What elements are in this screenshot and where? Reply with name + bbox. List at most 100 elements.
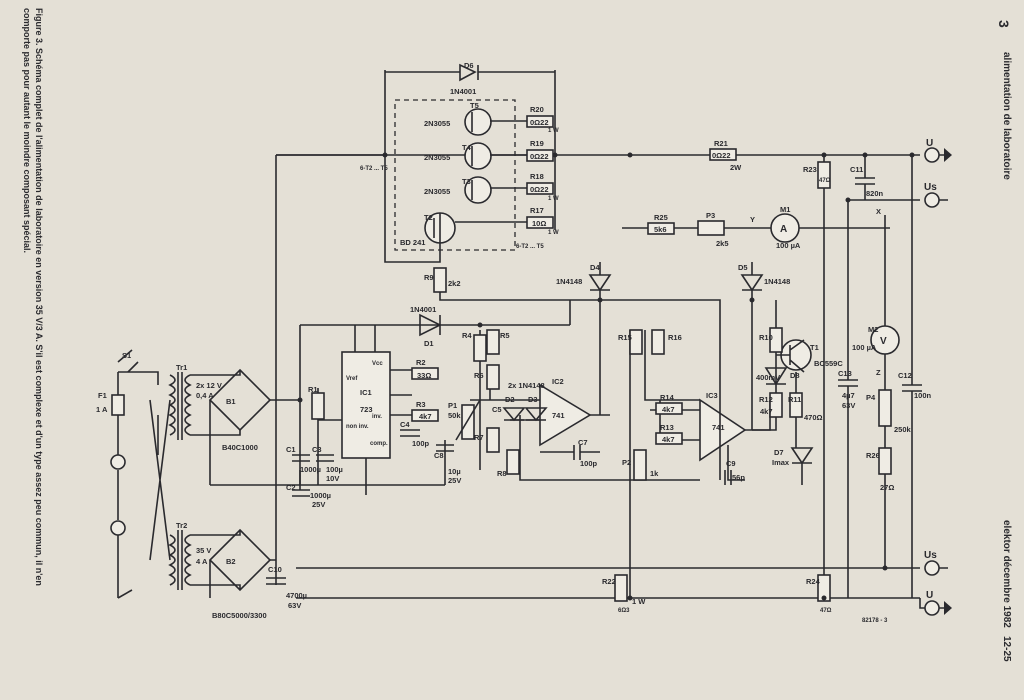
label-R7: R7 [474,433,484,442]
label-R18-val: 0Ω22 [530,185,549,194]
label-IC2: IC2 [552,377,564,386]
label-P1: P1 [448,401,457,410]
label-R16: R16 [668,333,682,342]
caption-line-2: comporte pas pour autant le moindre comp… [22,8,32,254]
label-C10: C10 [268,565,282,574]
label-C3: C3 [312,445,322,454]
label-Tr2: Tr2 [176,521,187,530]
label-D2: D2 [505,395,515,404]
resistor-R24 [817,574,831,602]
terminal-u-minus-bottom[interactable] [924,600,940,616]
label-Tr1: Tr1 [176,363,187,372]
label-P2: P2 [622,458,631,467]
capacitor-C4 [400,429,420,437]
label-1w-a: 1 W [548,128,559,134]
label-C7-val: 100p [580,459,598,468]
label-R2: R2 [416,358,426,367]
label-R3-val: 4k7 [419,412,432,421]
ic1-wiring [299,324,570,495]
label-R8: R8 [497,469,507,478]
label-node-Y: Y [750,215,755,224]
label-M2-val: 100 µA [852,343,877,352]
caption-line-1: Figure 3. Schéma complet de l'alimentati… [34,8,44,586]
resistor-R6 [486,364,500,390]
label-R25: R25 [654,213,668,222]
capacitor-C8 [436,444,454,452]
ic2-wiring [470,300,700,481]
terminal-us-top[interactable] [924,192,940,208]
label-R22-val: 6Ω3 [618,608,630,614]
resistor-R9 [433,267,447,293]
label-R23-val: 47Ω [819,178,831,184]
label-C2-v: 25V [312,500,325,509]
label-pin-vcc: Vcc [372,361,383,367]
resistor-R21 [709,148,737,161]
label-F1: F1 [98,391,107,400]
pot-P3 [697,220,725,236]
label-B2-type: B80C5000/3300 [212,611,267,620]
label-1w-c: 1 W [548,230,559,236]
terminal-arrow-4 [944,601,952,615]
label-Tr1-a: 0,4 A [196,391,214,400]
label-R1: R1 [308,385,318,394]
label-C3-v: 10V [326,474,339,483]
label-R12-val: 4k7 [760,407,773,416]
resistor-R22 [614,574,628,602]
label-B1-type: B40C1000 [222,443,258,452]
label-R12: R12 [759,395,773,404]
terminal-leads [919,154,948,609]
resistor-R26 [878,447,892,475]
tr2-primary [168,534,176,586]
label-D8: D8 [790,371,800,380]
terminal-us-bottom[interactable] [924,560,940,576]
label-C7: C7 [578,438,588,447]
capacitor-C9 [724,470,732,485]
mains-wiring [117,371,159,598]
label-pin-comp: comp. [370,441,388,447]
label-R9-val: 2k2 [448,279,461,288]
label-node-Z: Z [876,368,881,377]
label-C8-val: 10µ [448,467,461,476]
diode-D6 [385,63,555,82]
caps-C1-C3-C2 [292,454,334,497]
journal-page: 12-25 [1001,636,1012,662]
label-T1: T1 [810,343,819,352]
label-Tr2-a: 4 A [196,557,208,566]
label-R24: R24 [806,577,821,586]
resistor-R14 [655,402,683,415]
label-B1: B1 [226,397,236,406]
label-P2-val: 1k [650,469,659,478]
label-Tr1-v: 2x 12 V [196,381,222,390]
label-D5: D5 [738,263,748,272]
label-R22-w: 1 W [632,597,646,606]
label-T5: T5 [470,101,479,110]
terminal-u-plus-top[interactable] [924,147,940,163]
label-Tr2-v: 35 V [196,546,211,555]
label-R26: R26 [866,451,880,460]
label-R14-val: 4k7 [662,405,675,414]
label-IC1: IC1 [360,388,372,397]
label-C12-val: 100n [914,391,932,400]
capacitor-C7 [540,445,600,460]
label-C8: C8 [434,451,444,460]
resistor-R3 [411,409,439,422]
label-C2: C2 [286,483,296,492]
ic3-wiring [629,330,771,598]
tr1-core [177,372,183,440]
bridge-B2 [208,528,272,592]
label-R20-val: 0Ω22 [530,118,549,127]
label-R11: R11 [788,395,801,404]
label-node-X: X [876,207,881,216]
label-T1-type: BC559C [814,359,843,368]
label-C9-val: 56p [732,473,745,482]
capacitor-C10 [266,577,286,585]
t1-leads [776,339,805,373]
label-D1-type: 1N4001 [410,305,436,314]
diode-D4 [588,274,612,292]
capacitor-C11 [855,155,875,200]
label-C13-val: 4µ7 [842,391,855,400]
tr1-primary [168,374,176,436]
label-IC3: IC3 [706,391,718,400]
fuse-F1 [111,394,125,416]
